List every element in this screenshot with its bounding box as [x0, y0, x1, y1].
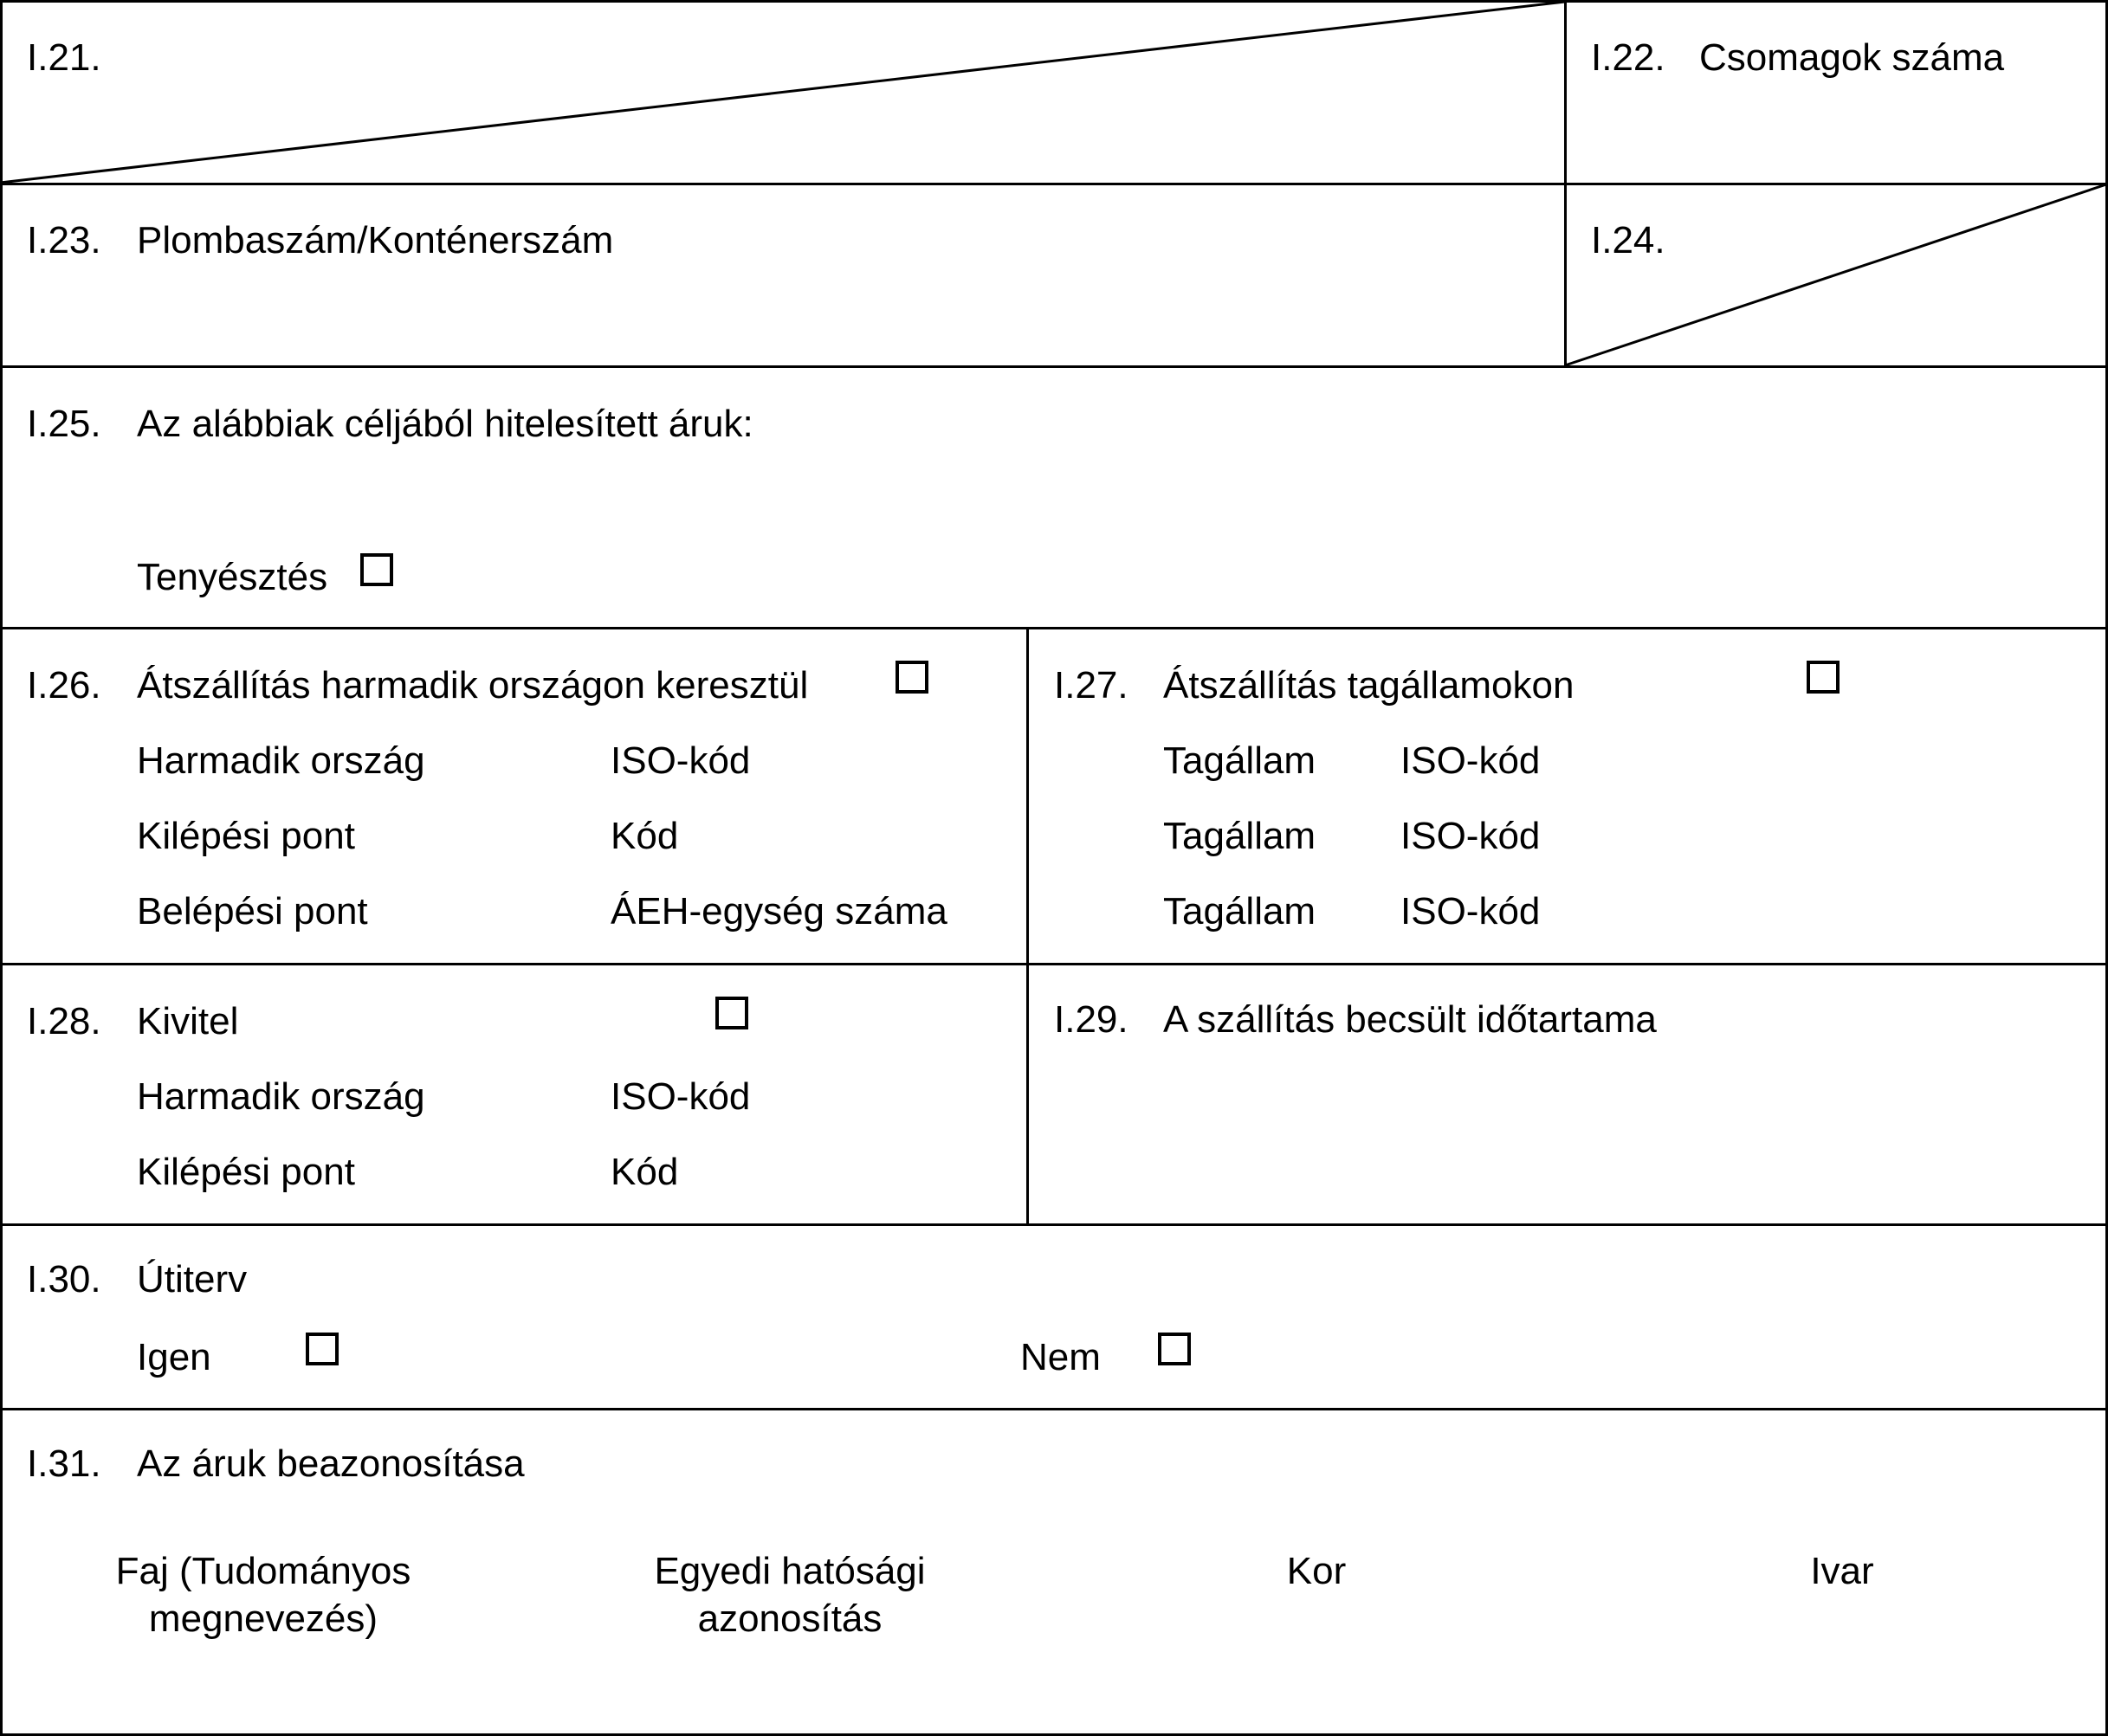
i26-row1-code: ISO-kód: [611, 739, 751, 782]
i27-row3-code: ISO-kód: [1400, 890, 1541, 933]
row-divider-3: [0, 627, 2108, 629]
form-border-left: [0, 0, 3, 1736]
field-i31-label: Az áruk beazonosítása: [137, 1442, 525, 1485]
col-divider-middle: [1026, 627, 1029, 1225]
field-i23-label: Plombaszám/Konténerszám: [137, 219, 614, 261]
field-i30-label: Útiterv: [137, 1258, 248, 1300]
route-yes-checkbox[interactable]: [306, 1333, 339, 1365]
i26-row1-label: Harmadik ország: [137, 739, 425, 782]
tenyesztes-checkbox[interactable]: [360, 553, 393, 586]
route-yes-label: Igen: [137, 1336, 211, 1378]
column-age: Kor: [1286, 1550, 1347, 1592]
field-i30-number: I.30.: [27, 1258, 101, 1300]
route-no-label: Nem: [1020, 1336, 1101, 1378]
i28-row1-code: ISO-kód: [611, 1075, 751, 1118]
tenyesztes-label: Tenyésztés: [137, 556, 328, 598]
column-sex: Ivar: [1810, 1550, 1874, 1592]
row-divider-5: [0, 1223, 2108, 1226]
field-i26-label: Átszállítás harmadik országon keresztül: [137, 664, 809, 707]
field-i31-number: I.31.: [27, 1442, 101, 1485]
column-official-id-line2: azonosítás: [697, 1597, 883, 1640]
column-species-line1: Faj (Tudományos: [115, 1550, 411, 1592]
field-i25-label: Az alábbiak céljából hitelesített áruk:: [137, 403, 753, 445]
field-i24-number: I.24.: [1591, 219, 1665, 261]
col-divider-top: [1564, 0, 1567, 367]
export-checkbox[interactable]: [715, 997, 748, 1029]
field-i22-number: I.22.: [1591, 36, 1665, 79]
field-i28-number: I.28.: [27, 1000, 101, 1042]
field-i27-number: I.27.: [1054, 664, 1128, 707]
i26-row2-code: Kód: [611, 815, 679, 857]
i26-row3-code: ÁEH-egység száma: [611, 890, 947, 933]
form-border-top: [0, 0, 2108, 3]
i27-row3-label: Tagállam: [1163, 890, 1316, 933]
field-i21-number: I.21.: [27, 36, 101, 79]
i26-row2-label: Kilépési pont: [137, 815, 355, 857]
form-border-right: [2105, 0, 2108, 1736]
row-divider-6: [0, 1408, 2108, 1410]
field-i28-label: Kivitel: [137, 1000, 239, 1042]
i27-row2-code: ISO-kód: [1400, 815, 1541, 857]
i27-row2-label: Tagállam: [1163, 815, 1316, 857]
form-border-bottom: [0, 1733, 2108, 1736]
route-no-checkbox[interactable]: [1158, 1333, 1191, 1365]
i27-row1-label: Tagállam: [1163, 739, 1316, 782]
row-divider-4: [0, 963, 2108, 965]
i28-row2-label: Kilépési pont: [137, 1151, 355, 1193]
i26-row3-label: Belépési pont: [137, 890, 368, 933]
column-official-id-line1: Egyedi hatósági: [654, 1550, 926, 1592]
i27-row1-code: ISO-kód: [1400, 739, 1541, 782]
column-species-line2: megnevezés): [148, 1597, 378, 1640]
field-i27-label: Átszállítás tagállamokon: [1163, 664, 1575, 707]
row-divider-2: [0, 365, 2108, 368]
field-i26-number: I.26.: [27, 664, 101, 707]
field-i25-number: I.25.: [27, 403, 101, 445]
field-i22-label: Csomagok száma: [1699, 36, 2005, 79]
i28-row2-code: Kód: [611, 1151, 679, 1193]
i28-row1-label: Harmadik ország: [137, 1075, 425, 1118]
field-i29-label: A szállítás becsült időtartama: [1163, 998, 1657, 1041]
field-i29-number: I.29.: [1054, 998, 1128, 1041]
transit-member-states-checkbox[interactable]: [1807, 661, 1840, 694]
row-divider-1: [0, 183, 2108, 185]
transit-third-country-checkbox[interactable]: [896, 661, 928, 694]
field-i23-number: I.23.: [27, 219, 101, 261]
